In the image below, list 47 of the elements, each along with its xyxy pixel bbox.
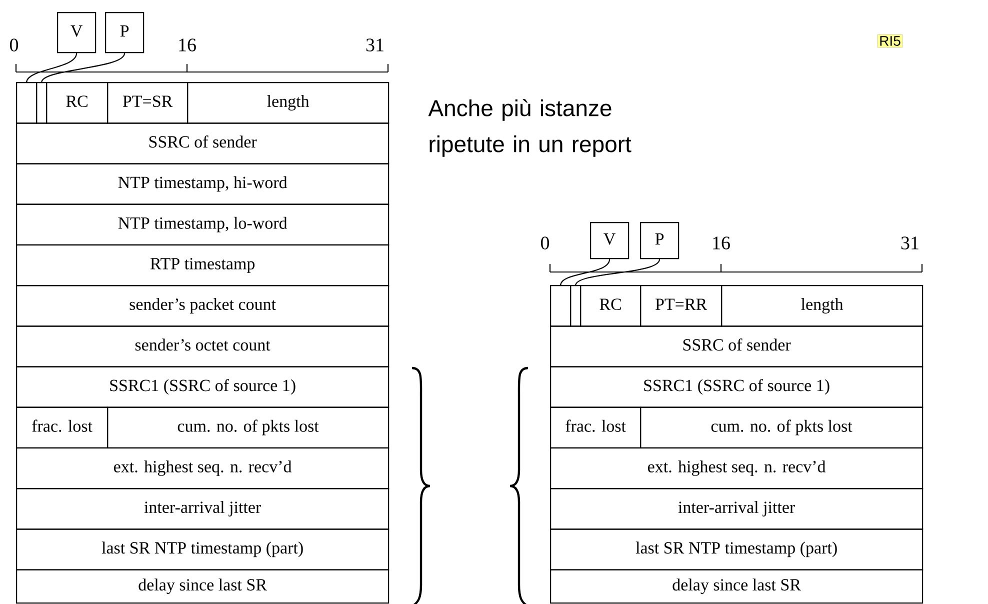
- field-cell: SSRC of sender: [16, 122, 390, 164]
- note-text: Anche più istanze ripetute in un report: [428, 99, 632, 157]
- bit-number: 31: [901, 236, 918, 250]
- field-cell: cum. no. of pkts lost: [640, 406, 924, 448]
- field-cell: NTP timestamp, hi-word: [16, 163, 390, 205]
- field-cell: SSRC1 (SSRC of source 1): [16, 366, 390, 408]
- bit-cell: [16, 82, 38, 124]
- field-cell: RTP timestamp: [16, 244, 390, 286]
- leader-line: [575, 258, 660, 286]
- bit-number: 0: [540, 236, 550, 250]
- bit-number: 16: [713, 236, 730, 250]
- field-cell: PT=SR: [107, 82, 188, 124]
- bit-cell: [570, 285, 582, 327]
- leader-line: [560, 258, 610, 286]
- bit-cell: [36, 82, 48, 124]
- field-cell: frac. lost: [550, 406, 642, 448]
- field-cell: last SR NTP timestamp (part): [16, 528, 390, 570]
- field-cell: last SR NTP timestamp (part): [550, 528, 924, 570]
- bit-number: 16: [179, 38, 196, 52]
- bit-number: 31: [366, 38, 384, 52]
- field-cell: RC: [46, 82, 108, 124]
- field-cell: ext. highest seq. n. recv’d: [16, 447, 390, 490]
- bit-cell: [550, 285, 572, 327]
- bit-box: P: [640, 222, 680, 260]
- field-cell: length: [187, 82, 390, 124]
- field-cell: delay since last SR: [550, 569, 924, 604]
- field-cell: delay since last SR: [16, 569, 390, 604]
- field-cell: inter-arrival jitter: [16, 488, 390, 530]
- field-cell: inter-arrival jitter: [550, 488, 924, 530]
- bit-number: 0: [10, 38, 18, 52]
- field-cell: sender’s octet count: [16, 326, 390, 368]
- field-cell: NTP timestamp, lo-word: [16, 204, 390, 246]
- field-cell: RC: [580, 285, 642, 327]
- field-cell: SSRC1 (SSRC of source 1): [550, 366, 924, 408]
- field-cell: sender’s packet count: [16, 285, 390, 327]
- field-cell: cum. no. of pkts lost: [107, 406, 390, 448]
- bit-box: P: [105, 12, 144, 54]
- field-cell: ext. highest seq. n. recv’d: [550, 447, 924, 490]
- slide-label: RI5: [877, 34, 903, 48]
- field-cell: frac. lost: [16, 406, 108, 448]
- leader-line: [26, 52, 78, 83]
- bit-box: V: [590, 222, 630, 260]
- field-cell: PT=RR: [640, 285, 722, 327]
- bit-box: V: [57, 12, 96, 54]
- field-cell: SSRC of sender: [550, 326, 924, 368]
- leader-line: [41, 52, 126, 83]
- field-cell: length: [721, 285, 924, 327]
